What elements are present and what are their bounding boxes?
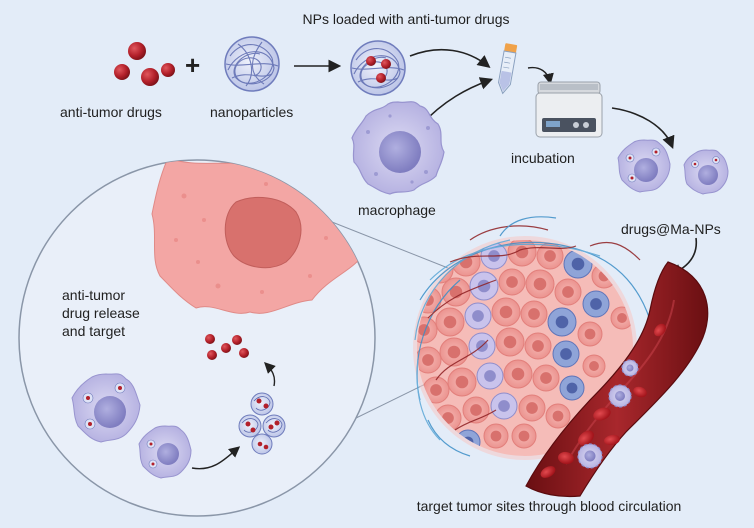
nanoparticles-label: nanoparticles (210, 104, 294, 120)
macrophage-icon (351, 101, 445, 195)
tumor-cell-nucleus (532, 340, 544, 352)
red-blood-cells (540, 323, 666, 478)
incubation-label: incubation (511, 150, 575, 166)
drug-loaded-macrophage-icon (138, 425, 192, 479)
tumor-cell-nucleus (555, 315, 569, 329)
tumor-cell-nucleus (455, 375, 469, 389)
blood-vessel (525, 261, 709, 498)
tumor-cell-nucleus (430, 384, 442, 396)
tumor-cell-nucleus (526, 402, 538, 414)
tumor-cell-nucleus (528, 308, 540, 320)
drug-sphere (141, 68, 159, 86)
tumor-cell-nucleus (590, 298, 602, 310)
tumor-cell-nucleus (470, 404, 482, 416)
nanoparticle-icon (224, 36, 280, 92)
tumor-cell-nucleus (511, 367, 525, 381)
drug-loaded-macrophage-icon (71, 373, 141, 443)
tumor-cell-nucleus (589, 361, 599, 371)
drug-sphere (128, 42, 146, 60)
tumor-cell-nucleus (490, 430, 502, 442)
test-tube-icon (498, 43, 518, 95)
tumor-cell-nucleus (506, 276, 518, 288)
circulating-macrophage-icon (621, 359, 639, 377)
tumor-cell-nucleus (562, 286, 574, 298)
tumor-cell-nucleus (503, 335, 517, 349)
tumor-cell-nucleus (484, 370, 496, 382)
circulating-macrophage-icon (577, 443, 603, 469)
tumor-cell-nucleus (498, 400, 510, 412)
tumor-cell-nucleus (518, 430, 530, 442)
target-sites-label: target tumor sites through blood circula… (416, 498, 682, 514)
zoom-connector-line (331, 221, 449, 269)
tumor-cell-nucleus (447, 345, 461, 359)
nanoparticle-cluster (238, 392, 286, 455)
tumor-cell-nucleus (443, 315, 457, 329)
drug-spheres-group (114, 42, 175, 86)
tumor-mass (413, 216, 651, 460)
capillary-network (414, 216, 651, 457)
macrophage-label: macrophage (358, 202, 436, 218)
anti-tumor-drugs-label: anti-tumor drugs (60, 104, 162, 120)
tumor-cell-nucleus (566, 382, 578, 394)
arrow (264, 362, 276, 387)
arrow (611, 107, 675, 149)
tumor-cell-nucleus (533, 277, 547, 291)
drugs-ma-nps-label: drugs@Ma-NPs (621, 221, 721, 237)
title-label: NPs loaded with anti-tumor drugs (302, 11, 510, 27)
tumor-cell-nucleus (499, 305, 513, 319)
tumor-cell-nucleus (540, 372, 552, 384)
incubator-icon (535, 81, 603, 138)
drug-sphere (161, 63, 175, 77)
tumor-nucleus (224, 196, 302, 269)
tumor-cell-nucleus (515, 245, 529, 259)
tumor-cell-nucleus (617, 313, 627, 323)
arrow (409, 48, 491, 68)
drug-loaded-macrophage-icon (683, 149, 729, 195)
circulating-macrophage-icon (608, 384, 632, 408)
released-drugs-group (205, 334, 249, 360)
plus-sign: + (185, 50, 200, 80)
drug-sphere (114, 64, 130, 80)
drug-release-label: anti-tumor drug release and target (62, 287, 140, 339)
tumor-cell-nucleus (544, 250, 556, 262)
arrow (527, 66, 554, 85)
tumor-cell-nucleus (560, 348, 572, 360)
arrow (191, 446, 241, 470)
tumor-cell-nucleus (584, 328, 596, 340)
drug-loaded-macrophage-icon (617, 139, 671, 193)
tumor-cell-nucleus (552, 410, 564, 422)
tumor-cell-nucleus (571, 257, 585, 271)
tumor-cell-nucleus (472, 310, 484, 322)
tumor-cell-nucleus (422, 354, 434, 366)
loaded-nanoparticle-icon (350, 40, 406, 96)
